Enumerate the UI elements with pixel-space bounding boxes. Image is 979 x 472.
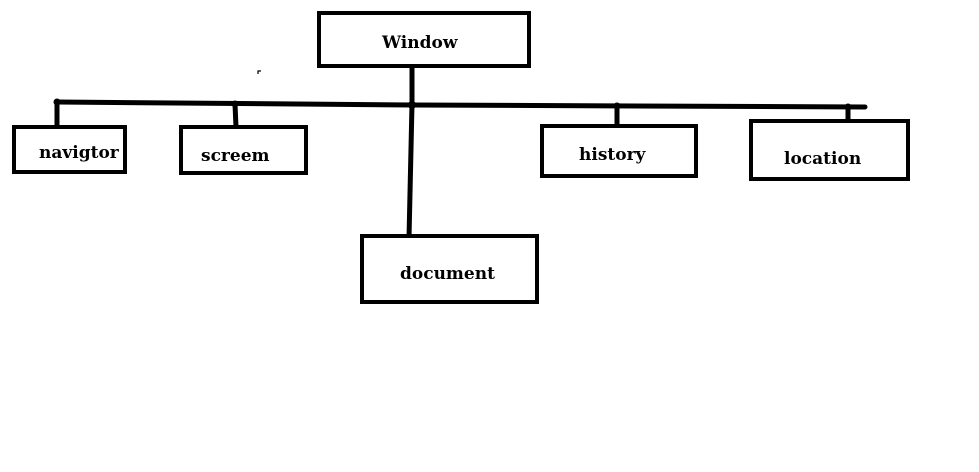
node-document-label: document — [400, 264, 495, 284]
node-screen-label: screem — [201, 146, 270, 166]
junction-screen — [231, 100, 239, 108]
node-navigator-label: navigtor — [39, 143, 119, 163]
node-history-label: history — [579, 145, 646, 165]
edge-window-document — [406, 101, 415, 241]
node-document: document — [360, 234, 539, 304]
node-navigator: navigtor — [12, 125, 127, 174]
junction-center — [408, 101, 416, 109]
edge-window-screen — [232, 101, 239, 130]
node-location: location — [749, 119, 910, 181]
stray-mark — [257, 70, 261, 74]
edge-bus-right — [409, 102, 868, 110]
node-location-label: location — [784, 149, 862, 169]
node-screen: screem — [179, 125, 308, 175]
junction-location — [844, 103, 852, 111]
junction-history — [613, 102, 621, 110]
node-window: Window — [317, 11, 531, 68]
node-history: history — [540, 124, 698, 178]
node-window-label: Window — [382, 33, 458, 53]
junction-navigator — [53, 98, 61, 106]
